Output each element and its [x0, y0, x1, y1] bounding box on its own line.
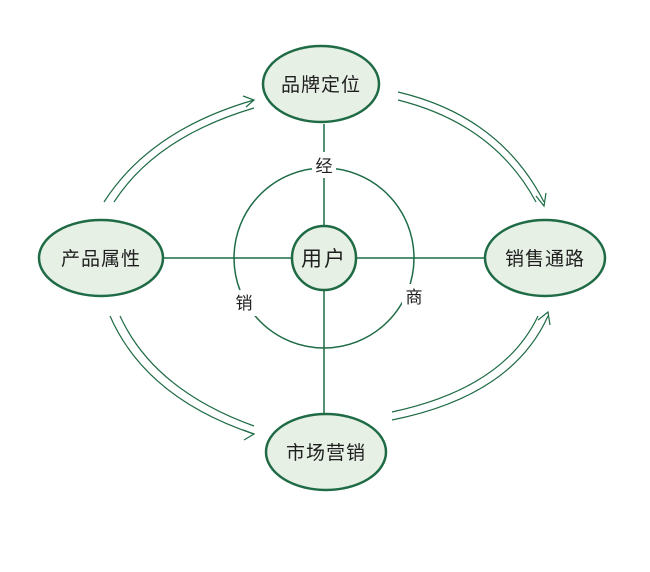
node-marketing: 市场营销: [264, 412, 388, 492]
arc-top-right: [397, 91, 547, 208]
ring-label-top: 经: [312, 152, 336, 178]
node-brand-positioning-label: 品牌定位: [281, 74, 361, 96]
arc-bottom-right: [391, 310, 551, 421]
node-brand-positioning: 品牌定位: [261, 44, 381, 124]
ring-label-right-text: 商: [406, 288, 423, 308]
arc-top-left: [103, 95, 256, 203]
ring-label-top-text: 经: [316, 157, 333, 177]
arc-bottom-left: [109, 315, 256, 441]
ring-label-right: 商: [402, 284, 426, 310]
node-product-attributes: 产品属性: [37, 218, 165, 298]
node-marketing-label: 市场营销: [286, 442, 366, 464]
node-sales-channel: 销售通路: [483, 218, 607, 298]
center-node-label: 用户: [301, 247, 347, 271]
ring-label-left-text: 销: [236, 294, 253, 314]
center-node: 用户: [290, 224, 358, 292]
ring-label-left: 销: [232, 290, 256, 316]
node-product-attributes-label: 产品属性: [61, 248, 141, 270]
node-sales-channel-label: 销售通路: [505, 248, 585, 270]
